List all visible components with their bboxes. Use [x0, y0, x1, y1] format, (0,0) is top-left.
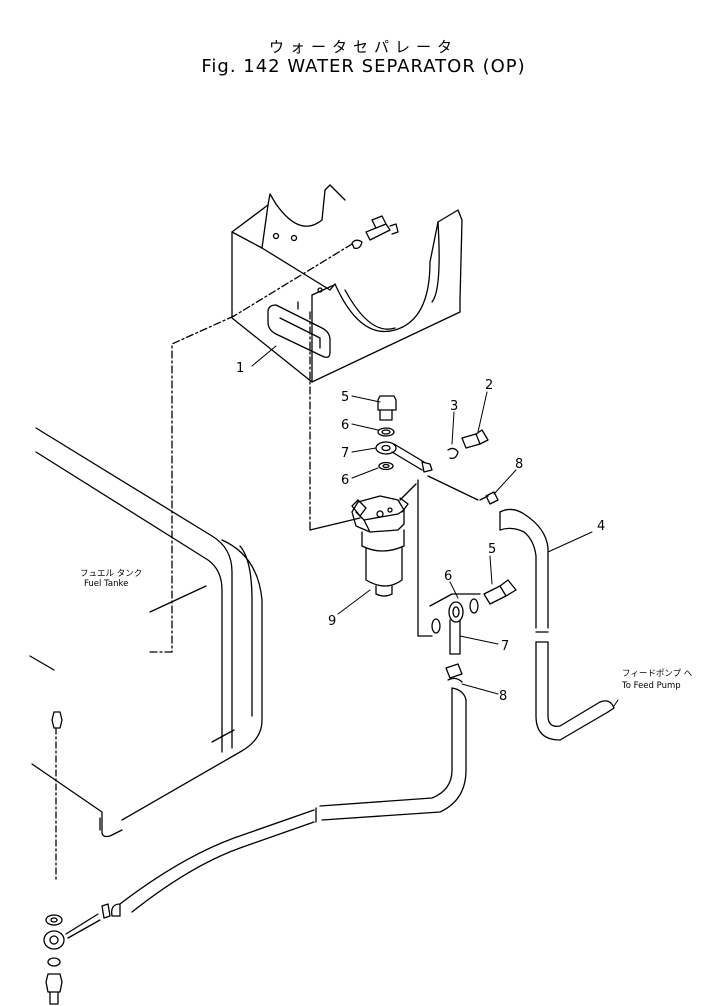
solid-leader-lines: [309, 475, 479, 637]
callout-8-lower: 8: [499, 689, 507, 704]
callout-7-lower: 7: [501, 639, 509, 654]
fuel-tank: [29, 427, 263, 838]
callout-5-lower: 5: [488, 542, 496, 557]
callout-6-top: 6: [341, 418, 349, 433]
title-japanese: ウォータセパレータ: [268, 38, 458, 56]
top-eye-bolt-assembly: [375, 395, 433, 473]
callout-leaders: [251, 345, 619, 707]
callout-9: 9: [328, 614, 336, 629]
callout-3: 3: [450, 399, 458, 414]
callout-2: 2: [485, 378, 493, 393]
text-labels: フュエル タンク Fuel Tanke フィードポンプ へ To Feed Pu…: [80, 569, 693, 691]
callout-5-top: 5: [341, 390, 349, 405]
fuel-tank-label-en: Fuel Tanke: [84, 579, 128, 589]
feed-pump-label-jp: フィードポンプ へ: [622, 669, 693, 679]
callout-4: 4: [597, 519, 605, 534]
bracket-bolt: [351, 215, 399, 250]
water-separator: [351, 495, 409, 597]
callout-1: 1: [236, 361, 244, 376]
callout-6-mid: 6: [341, 473, 349, 488]
fuel-tank-label-jp: フュエル タンク: [80, 569, 142, 579]
figure-title: Fig. 142 WATER SEPARATOR (OP): [201, 56, 526, 77]
callout-7-top: 7: [341, 446, 349, 461]
callout-numbers: 1 2 3 4 5 6 7 6 8 9 5 6 7 8: [236, 361, 605, 704]
drain-fittings: [43, 711, 111, 1005]
callout-6-lower: 6: [444, 569, 452, 584]
lower-eye-bolt-assembly: [429, 579, 517, 683]
mounting-bracket: [231, 184, 463, 383]
leader-lines: [149, 243, 353, 653]
lower-hose: [111, 687, 467, 917]
feed-pump-label-en: To Feed Pump: [621, 681, 681, 691]
mounting-screw-and-bolt: [447, 429, 489, 460]
hose-to-feed-pump: [479, 491, 615, 741]
callout-8-top: 8: [515, 457, 523, 472]
